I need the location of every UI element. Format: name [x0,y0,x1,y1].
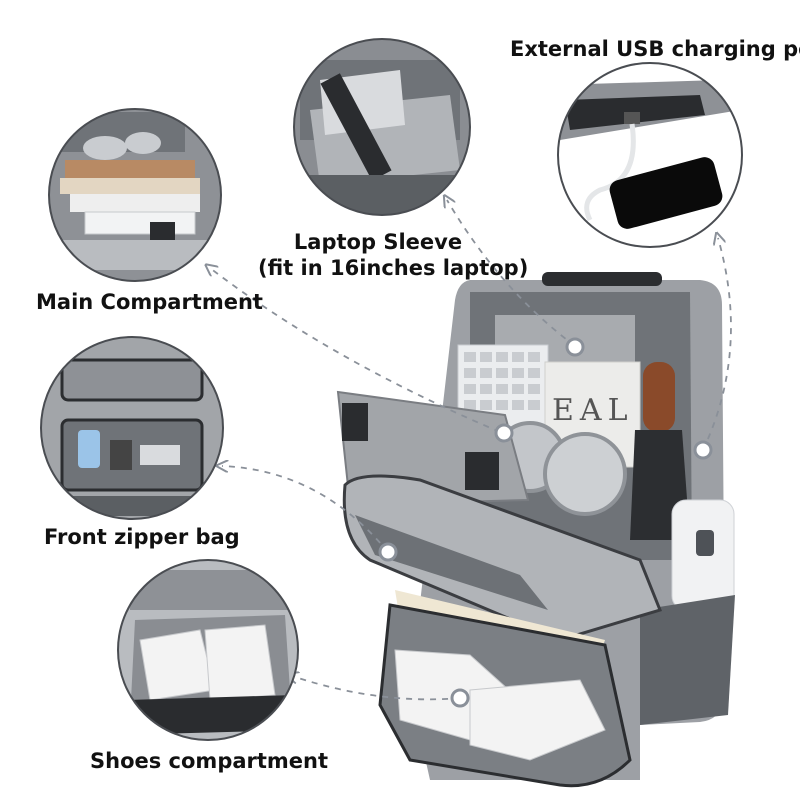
label-laptop-sleeve: Laptop Sleeve (fit in 16inches laptop) [258,229,529,281]
backpack-illustration: EAL [336,272,735,788]
detail-usb-port [557,62,743,248]
book-cover-text: EAL [552,393,634,428]
label-laptop-sleeve-subtitle: (fit in 16inches laptop) [258,256,529,280]
callout-shoes [292,676,461,701]
callout-lines [210,200,732,701]
marker-shoes [450,688,470,708]
label-main-compartment: Main Compartment [36,290,263,314]
callout-usb-port [702,238,732,451]
detail-laptop-sleeve [293,38,471,216]
label-laptop-sleeve-title: Laptop Sleeve [293,230,463,254]
callout-laptop-sleeve [447,200,576,347]
keyboard-keys [464,352,540,410]
marker-main [494,423,514,443]
detail-front-zipper [40,336,224,520]
callout-markers [378,337,713,708]
detail-shoes-compartment [117,559,299,741]
marker-front [378,542,398,562]
label-usb-port: External USB charging port [510,37,800,61]
label-front-zipper-bag: Front zipper bag [44,525,240,549]
marker-laptop [565,337,585,357]
marker-usb [693,440,713,460]
callout-main-compartment [210,268,501,433]
callout-front-zipper [222,466,389,553]
detail-main-compartment [48,108,222,282]
label-shoes-compartment: Shoes compartment [90,749,329,773]
